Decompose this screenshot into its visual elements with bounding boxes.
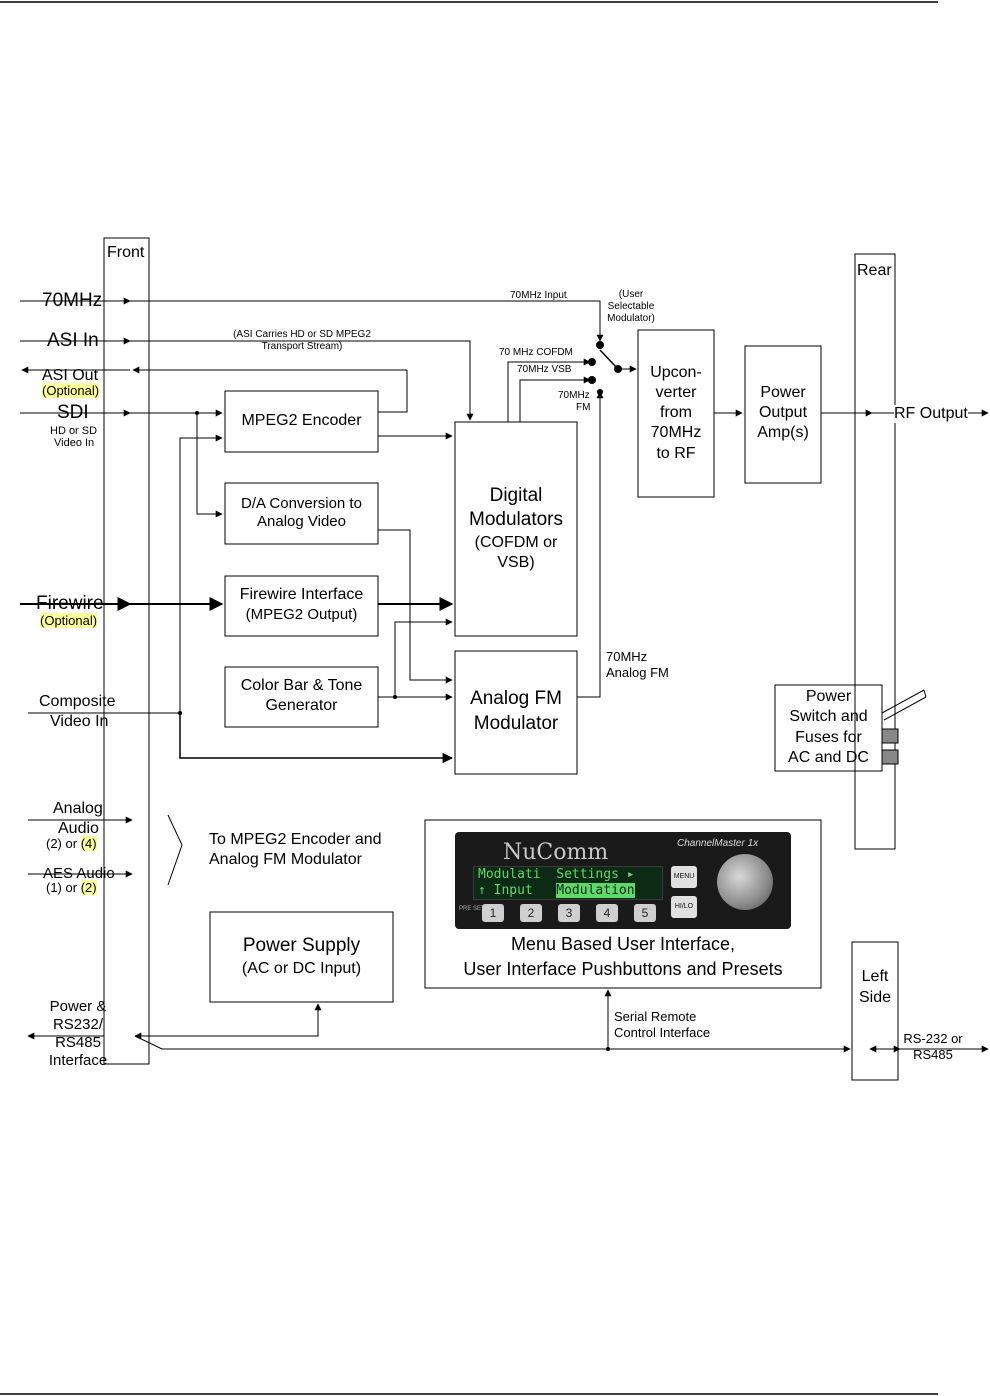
rear-panel-box <box>854 253 896 850</box>
firewire-optional: (Optional) <box>40 613 98 628</box>
pa-label-3: Amp(s) <box>757 424 809 441</box>
cb-label-2: Generator <box>265 697 338 714</box>
power-switch-box <box>774 684 883 772</box>
lcd-display: Modulati Settings ▸ ↑ Input Modulation <box>473 866 663 900</box>
power-rs-label-1: Power & <box>49 998 107 1015</box>
power-rs-label-4: Interface <box>48 1052 108 1069</box>
analog-fm-box <box>454 650 578 775</box>
fm-70-label-2: FM <box>576 402 591 413</box>
cb-label-1: Color Bar & Tone <box>240 677 363 694</box>
fw-label-2: (MPEG2 Output) <box>245 606 358 623</box>
rear-label: Rear <box>857 262 892 279</box>
menu-button[interactable]: MENU <box>671 866 697 888</box>
front-panel-photo: NuComm ChannelMaster 1x Modulati Setting… <box>455 832 791 929</box>
composite-label-2: Video In <box>50 713 109 730</box>
preset-button-3[interactable]: 3 <box>558 904 580 922</box>
sdi-label: SDI <box>57 402 89 423</box>
da-label-1: D/A Conversion to <box>241 495 362 512</box>
up-label-2: verter <box>655 384 697 401</box>
psw-label-1: Power <box>805 688 852 705</box>
dm-label-4: VSB) <box>497 554 535 571</box>
up-label-5: to RF <box>656 445 696 462</box>
vsb-label: 70MHz VSB <box>517 364 572 375</box>
front-label: Front <box>107 244 145 261</box>
left-side-label-2: Side <box>858 989 892 1006</box>
hilo-button[interactable]: HI/LO <box>671 896 697 918</box>
channelmaster-brand: ChannelMaster 1x <box>677 838 759 849</box>
asi-out-optional: (Optional) <box>42 383 100 398</box>
psw-label-3: Fuses for <box>795 729 862 746</box>
preset-button-4[interactable]: 4 <box>596 904 618 922</box>
power-rs-label-3: RS485 <box>55 1034 101 1051</box>
afm-label-2: Modulator <box>473 713 559 734</box>
sdi-sub-1: HD or SD <box>50 425 98 437</box>
ps-label-1: Power Supply <box>242 935 361 956</box>
dm-label-1: Digital <box>489 485 543 506</box>
analog-fm-out-2: Analog FM <box>606 665 669 680</box>
preset-button-1[interactable]: 1 <box>482 904 504 922</box>
preset-button-2[interactable]: 2 <box>520 904 542 922</box>
power-supply-box <box>209 911 394 1003</box>
to-mpeg-label-1: To MPEG2 Encoder and <box>209 831 382 848</box>
nucomm-logo: NuComm <box>503 840 609 865</box>
left-side-box <box>851 941 899 1081</box>
serial-label-1: Serial Remote <box>614 1009 697 1024</box>
user-selectable-3: Modulator) <box>607 313 655 324</box>
ui-label-2: User Interface Pushbuttons and Presets <box>463 959 783 979</box>
firewire-interface-box <box>224 575 379 637</box>
mpeg2-encoder-label: MPEG2 Encoder <box>241 412 362 429</box>
asi-note-1: (ASI Carries HD or SD MPEG2 <box>233 329 371 340</box>
serial-label-2: Control Interface <box>614 1025 711 1040</box>
fm-70-label-1: 70MHz <box>558 390 590 401</box>
presets-label: PRE SETS <box>459 906 489 912</box>
preset-button-5[interactable]: 5 <box>634 904 656 922</box>
rs232-label-1: RS-232 or <box>903 1031 963 1046</box>
pa-label-1: Power <box>760 384 806 401</box>
sdi-sub-2: Video In <box>54 437 95 449</box>
input-70mhz-note: 70MHz Input <box>510 290 567 301</box>
power-rs-label-2: RS232/ <box>52 1016 104 1033</box>
up-label-4: 70MHz <box>650 424 702 441</box>
aes-audio-options: (1) or (2) <box>46 880 97 895</box>
dm-label-3: (COFDM or <box>474 534 558 551</box>
up-label-1: Upcon- <box>650 364 702 381</box>
cofdm-label: 70 MHz COFDM <box>499 347 573 358</box>
pa-label-2: Output <box>758 404 808 421</box>
composite-label-1: Composite <box>39 693 116 710</box>
mpeg2-encoder-box <box>224 390 379 453</box>
input-70mhz-label: 70MHz <box>42 290 103 311</box>
power-amp-box <box>744 345 822 484</box>
asi-note-2: Transport Stream) <box>261 341 343 352</box>
analog-fm-out-1: 70MHz <box>606 649 648 664</box>
fw-label-1: Firewire Interface <box>239 586 364 603</box>
aes-audio-label: AES Audio <box>43 865 115 882</box>
asi-out-label: ASI Out <box>42 367 99 384</box>
to-mpeg-label-2: Analog FM Modulator <box>209 851 362 868</box>
control-knob[interactable] <box>717 854 773 910</box>
left-side-label-1: Left <box>861 968 889 985</box>
user-selectable-1: (User <box>618 289 644 300</box>
rf-output-label: RF Output <box>894 405 968 424</box>
asi-in-label: ASI In <box>47 330 99 351</box>
user-interface-box <box>424 819 822 989</box>
user-selectable-2: Selectable <box>607 301 655 312</box>
analog-audio-options: (2) or (4) <box>46 836 97 851</box>
ui-label-1: Menu Based User Interface, <box>510 934 736 954</box>
rs232-label-2: RS485 <box>913 1047 953 1062</box>
da-conversion-box <box>224 482 379 545</box>
afm-label-1: Analog FM <box>470 688 562 709</box>
da-label-2: Analog Video <box>257 513 346 530</box>
ps-label-2: (AC or DC Input) <box>241 960 362 977</box>
firewire-label: Firewire <box>36 593 104 614</box>
analog-audio-label-2: Audio <box>58 820 99 837</box>
front-panel-box <box>103 237 150 1065</box>
analog-audio-label-1: Analog <box>53 800 103 817</box>
dm-label-2: Modulators <box>469 509 563 530</box>
psw-label-4: AC and DC <box>788 749 869 766</box>
digital-modulators-box <box>454 421 578 637</box>
psw-label-2: Switch and <box>789 708 868 725</box>
up-label-3: from <box>660 404 692 421</box>
